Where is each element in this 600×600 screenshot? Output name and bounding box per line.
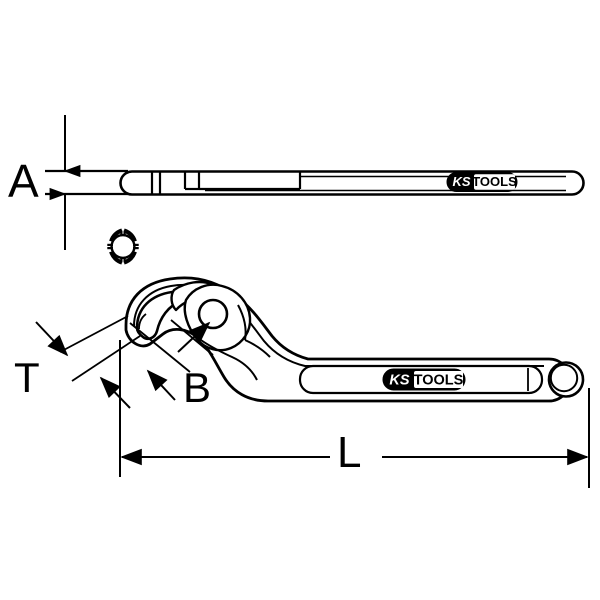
dimension-B-arrow-upper	[177, 321, 211, 353]
logo-tools-text: TOOLS	[472, 174, 517, 189]
dimension-B-arrow-lower	[146, 369, 176, 401]
ring-section-view	[107, 228, 139, 265]
logo-ks-block	[449, 174, 474, 190]
dimension-T-witness-outer	[59, 315, 129, 353]
dimension-label-A: A	[8, 155, 39, 207]
wrench-pivot-hole	[197, 298, 229, 330]
dimension-T	[35, 315, 141, 409]
logo-tools-text: TOOLS	[414, 372, 464, 388]
ring-inner-bore	[110, 233, 136, 260]
logo-ks-text: KS	[452, 174, 470, 189]
hook-wrench-view: KS TOOLS	[124, 276, 585, 403]
logo-ks-text: KS	[389, 372, 409, 388]
logo-ks-block	[385, 370, 414, 389]
wrench-head-seam-2	[244, 339, 271, 358]
dimension-label-T: T	[14, 354, 40, 401]
dimension-label-L: L	[337, 428, 362, 477]
dimension-A	[45, 115, 128, 250]
dimension-T-arrow-upper	[35, 321, 69, 357]
dimension-T-witness-inner	[71, 335, 141, 382]
dimension-B-witness-left	[129, 322, 191, 373]
pin-view: KS TOOLS	[119, 170, 585, 196]
wrench-head-seam-3	[197, 337, 258, 381]
dimension-label-B: B	[183, 364, 212, 411]
ks-tools-logo-wrench: KS TOOLS	[382, 368, 466, 391]
ks-tools-logo-pin: KS TOOLS	[446, 172, 518, 192]
wrench-hanging-hole-inner	[549, 363, 579, 393]
logo-tools-block	[414, 371, 463, 388]
logo-tools-block	[474, 174, 515, 190]
wrench-head-seam-1	[237, 304, 247, 341]
dimension-T-arrow-lower	[99, 376, 131, 409]
wrench-claw-tip	[138, 313, 147, 330]
dimension-B	[129, 319, 214, 401]
dimension-L	[119, 340, 590, 488]
